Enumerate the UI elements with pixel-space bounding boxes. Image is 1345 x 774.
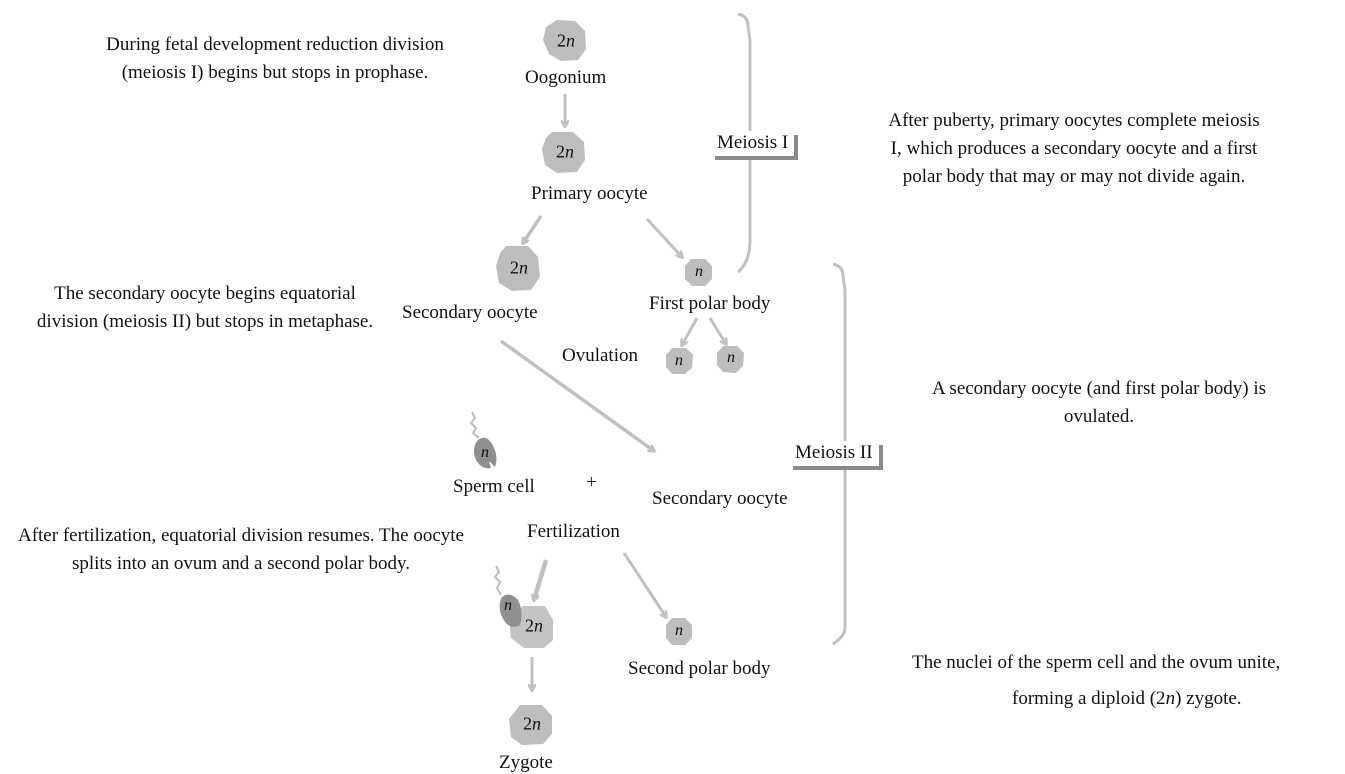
polar-division-b-cell — [717, 346, 744, 373]
ploidy-variable: n — [565, 141, 574, 162]
ploidy-variable: n — [504, 597, 512, 614]
first-polar-body-label: First polar body — [649, 293, 771, 314]
arrow-polar-to-b — [708, 317, 726, 344]
attached-sperm-head — [499, 594, 522, 627]
description-fetal: During fetal development reduction divis… — [106, 34, 444, 83]
ploidy-variable: n — [534, 615, 543, 636]
fertilization-label: Fertilization — [527, 521, 620, 542]
ploidy-variable: n — [695, 263, 703, 280]
zygote-cell — [509, 705, 552, 745]
sperm-tail — [469, 411, 480, 439]
second-polar-body-cell — [666, 618, 692, 645]
description-zygote-line1: The nuclei of the sperm cell and the ovu… — [912, 652, 1281, 673]
zygote-label: Zygote — [499, 752, 553, 773]
meiosis-1-bracket — [736, 12, 752, 274]
polar-division-b-ploidy: n — [727, 349, 735, 367]
meiosis-2-label: Meiosis II — [789, 441, 879, 466]
ploidy-number: 2 — [525, 615, 534, 636]
zygote-text-variable: n — [1165, 688, 1176, 709]
zygote-text-prefix: forming a diploid (2 — [1012, 688, 1166, 709]
secondary-oocyte-ploidy: 2n — [510, 258, 528, 279]
ovulation-label: Ovulation — [562, 345, 638, 366]
arrow-fertilization-to-oocyte — [534, 559, 549, 600]
description-puberty: After puberty, primary oocytes complete … — [888, 110, 1260, 187]
polar-division-a-ploidy: n — [675, 352, 683, 370]
ovulated-secondary-oocyte-label: Secondary oocyte — [652, 488, 788, 509]
arrow-primary-to-polar — [645, 217, 682, 257]
ploidy-number: 2 — [556, 141, 565, 162]
meiosis-2-bracket — [832, 262, 847, 646]
oogonium-cell — [543, 20, 586, 61]
sperm-head — [473, 437, 497, 469]
first-polar-body-cell — [685, 259, 712, 286]
arrow-polar-to-a — [682, 317, 699, 345]
sperm-cell-label: Sperm cell — [453, 476, 535, 497]
attached-sperm-tail — [493, 565, 502, 596]
ploidy-number: 2 — [557, 30, 566, 51]
description-after-fertilization: After fertilization, equatorial division… — [17, 525, 464, 574]
ploidy-variable: n — [675, 352, 683, 369]
primary-oocyte-ploidy: 2n — [556, 142, 574, 163]
sperm-ploidy: n — [481, 444, 489, 462]
second-polar-body-ploidy: n — [675, 622, 683, 640]
zygote-ploidy: 2n — [523, 714, 541, 735]
ploidy-variable: n — [532, 713, 541, 734]
ploidy-variable: n — [481, 444, 489, 461]
primary-oocyte-cell — [542, 132, 585, 173]
arrow-fertilization-to-second-polar — [622, 552, 666, 617]
ploidy-variable: n — [675, 622, 683, 639]
second-polar-body-label: Second polar body — [628, 658, 771, 679]
ploidy-variable: n — [519, 257, 528, 278]
oogonium-ploidy: 2n — [557, 31, 575, 52]
description-zygote-line2: forming a diploid (2n) zygote. — [1012, 685, 1242, 713]
plus-sign: + — [586, 472, 597, 493]
ploidy-variable: n — [727, 349, 735, 366]
attached-sperm-ploidy: n — [504, 597, 512, 615]
secondary-oocyte-cell — [496, 246, 540, 291]
zygote-text-suffix: ) zygote. — [1175, 688, 1242, 709]
ploidy-number: 2 — [523, 713, 532, 734]
primary-oocyte-label: Primary oocyte — [531, 183, 648, 204]
fertilized-oocyte-ploidy: 2n — [525, 616, 543, 637]
secondary-oocyte-label: Secondary oocyte — [402, 302, 538, 323]
arrow-secondary-to-ovulated — [499, 339, 654, 451]
oogonium-label: Oogonium — [525, 67, 607, 88]
meiosis-1-label: Meiosis I — [711, 131, 795, 156]
description-secondary: The secondary oocyte begins equatorial d… — [36, 283, 374, 332]
description-ovulated: A secondary oocyte (and first polar body… — [932, 378, 1266, 427]
ploidy-number: 2 — [510, 257, 519, 278]
polar-division-a-cell — [666, 348, 693, 374]
first-polar-body-ploidy: n — [695, 263, 703, 281]
arrow-primary-to-secondary — [523, 215, 543, 243]
ploidy-variable: n — [566, 30, 575, 51]
